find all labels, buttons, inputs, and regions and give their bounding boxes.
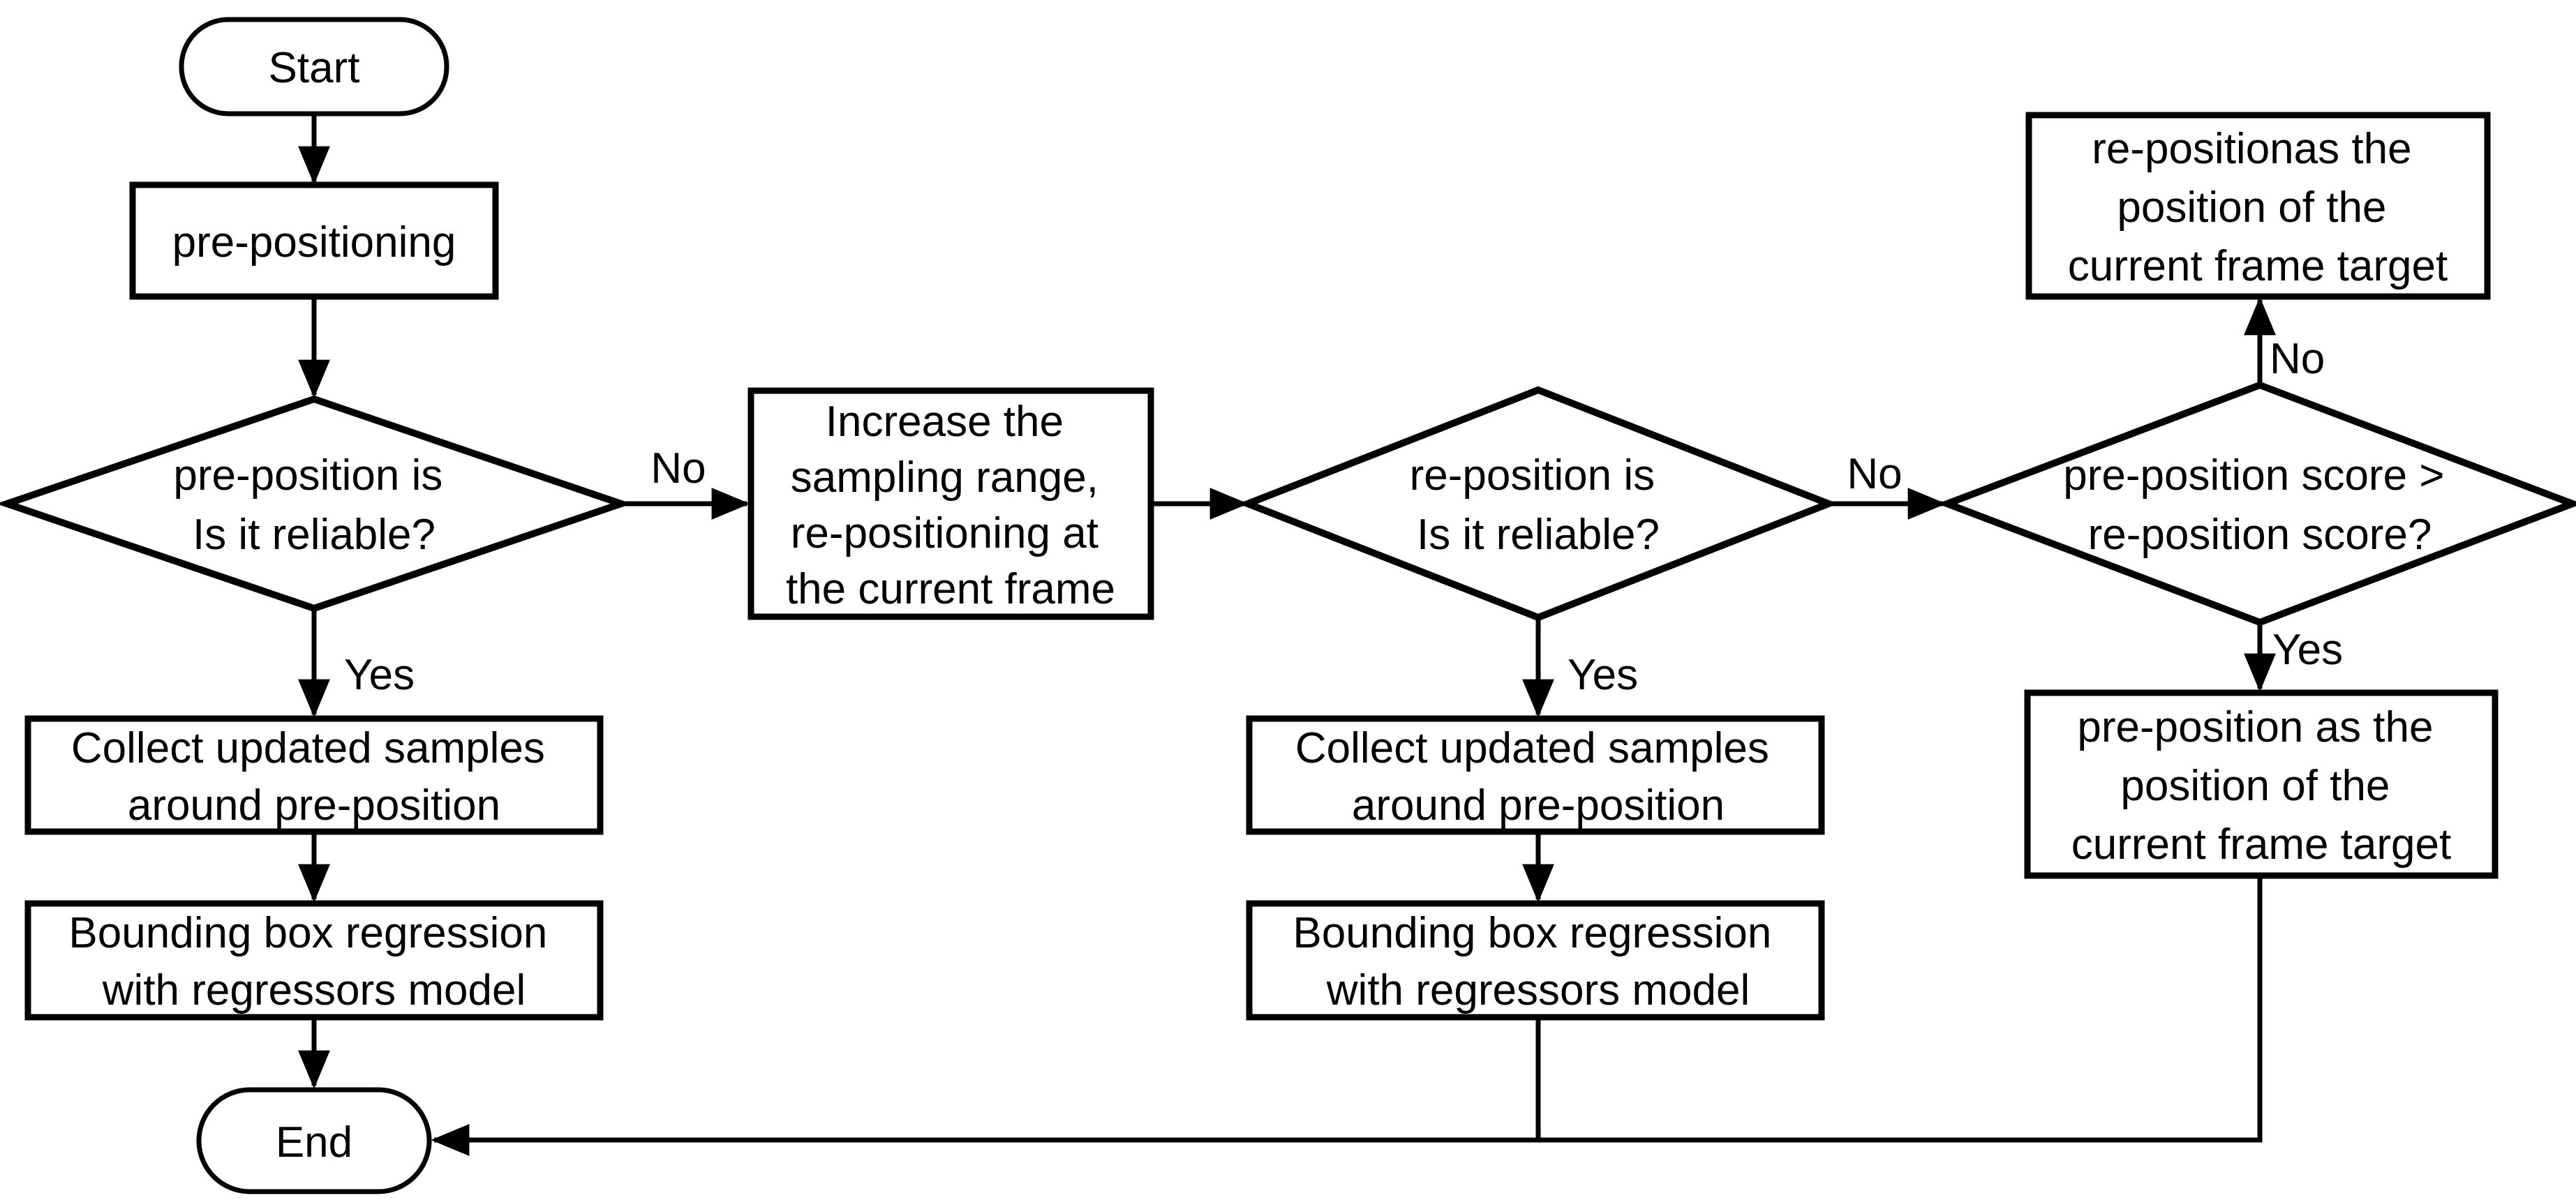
re-position-as-target-label: re-positionas the position of the curren… <box>2068 125 2448 290</box>
node-decision-score-compare: pre-position score > re-position score? <box>1937 381 2576 627</box>
bbox-regression-left-box <box>24 900 604 1021</box>
pre-positioning-label: pre-positioning <box>172 218 456 267</box>
re-position-as-target-line3: current frame target <box>2068 242 2448 290</box>
bbox-regression-mid-line2: with regressors model <box>1326 966 1750 1014</box>
start-terminator-shape <box>179 17 449 117</box>
decision1-line2: Is it reliable? <box>193 511 435 559</box>
node-bbox-regression-left: Bounding box regression with regressors … <box>24 900 604 1021</box>
increase-sampling-line2: sampling range, <box>791 453 1099 502</box>
edge-label-yes-1: Yes <box>344 651 415 699</box>
node-collect-samples-mid: Collect updated samples around pre-posit… <box>1246 715 1825 835</box>
increase-sampling-label: Increase the sampling range, re-position… <box>786 398 1115 613</box>
decision3-label: pre-position score > re-position score? <box>2063 451 2456 559</box>
edge-label-no-3: No <box>2270 335 2325 383</box>
node-decision-pre-position-reliable: pre-position is Is it reliable? <box>0 395 632 613</box>
bbox-regression-mid-box <box>1246 900 1825 1021</box>
collect-samples-mid-line2: around pre-position <box>1352 781 1725 830</box>
decision2-line1: re-position is <box>1410 451 1655 500</box>
decision1-label: pre-position is Is it reliable? <box>173 451 454 559</box>
edge-prepositiontarget-to-end <box>431 876 2263 1156</box>
node-collect-samples-left: Collect updated samples around pre-posit… <box>24 715 604 835</box>
collect-samples-mid-box <box>1246 715 1825 835</box>
bbox-regression-mid-label: Bounding box regression with regressors … <box>1293 909 1783 1014</box>
node-end: End <box>196 1087 432 1194</box>
end-terminator-shape <box>196 1087 432 1194</box>
collect-samples-left-box <box>24 715 604 835</box>
node-increase-sampling: Increase the sampling range, re-position… <box>747 387 1154 620</box>
decision2-line2: Is it reliable? <box>1417 511 1660 559</box>
increase-sampling-line3: re-positioning at <box>791 509 1099 557</box>
pre-positioning-box <box>129 181 499 300</box>
collect-samples-left-label: Collect updated samples around pre-posit… <box>71 724 557 830</box>
collect-samples-mid-label: Collect updated samples around pre-posit… <box>1295 724 1781 830</box>
edge-label-yes-3: Yes <box>2272 626 2343 674</box>
decision1-line1: pre-position is <box>173 451 442 500</box>
increase-sampling-line4: the current frame <box>786 565 1115 613</box>
re-position-as-target-line2: position of the <box>2117 183 2386 232</box>
decision1-diamond <box>0 395 632 613</box>
pre-position-as-target-line2: position of the <box>2120 762 2390 810</box>
collect-samples-left-line2: around pre-position <box>128 781 500 830</box>
decision2-diamond <box>1238 386 1838 622</box>
node-pre-position-as-target: pre-position as the position of the curr… <box>2024 689 2499 879</box>
collect-samples-mid-line1: Collect updated samples <box>1295 724 1769 772</box>
pre-position-as-target-line3: current frame target <box>2071 820 2451 869</box>
bbox-regression-left-line1: Bounding box regression <box>68 909 547 957</box>
edge-label-yes-2: Yes <box>1568 651 1638 699</box>
re-position-as-target-box <box>2025 112 2491 300</box>
bbox-regression-left-label: Bounding box regression with regressors … <box>68 909 559 1014</box>
edge-label-no-1: No <box>650 444 706 493</box>
increase-sampling-box <box>747 387 1154 620</box>
node-bbox-regression-mid: Bounding box regression with regressors … <box>1246 900 1825 1021</box>
pre-position-as-target-box <box>2024 689 2499 879</box>
pre-position-as-target-label: pre-position as the position of the curr… <box>2071 703 2451 869</box>
decision3-line2: re-position score? <box>2088 511 2432 559</box>
decision3-diamond <box>1937 381 2576 627</box>
end-label: End <box>276 1118 352 1167</box>
decision3-line1: pre-position score > <box>2063 451 2444 500</box>
increase-sampling-line1: Increase the <box>826 398 1064 446</box>
start-label: Start <box>269 44 360 92</box>
node-decision-re-position-reliable: re-position is Is it reliable? <box>1238 386 1838 622</box>
node-start: Start <box>179 17 449 117</box>
edge-label-no-2: No <box>1847 450 1902 498</box>
collect-samples-left-line1: Collect updated samples <box>71 724 545 772</box>
node-re-position-as-target: re-positionas the position of the curren… <box>2025 112 2491 300</box>
bbox-regression-left-line2: with regressors model <box>102 966 526 1014</box>
node-pre-positioning: pre-positioning <box>129 181 499 300</box>
pre-position-as-target-line1: pre-position as the <box>2077 703 2433 751</box>
bbox-regression-mid-line1: Bounding box regression <box>1293 909 1771 957</box>
re-position-as-target-line1: re-positionas the <box>2092 125 2411 173</box>
decision2-label: re-position is Is it reliable? <box>1410 451 1667 559</box>
